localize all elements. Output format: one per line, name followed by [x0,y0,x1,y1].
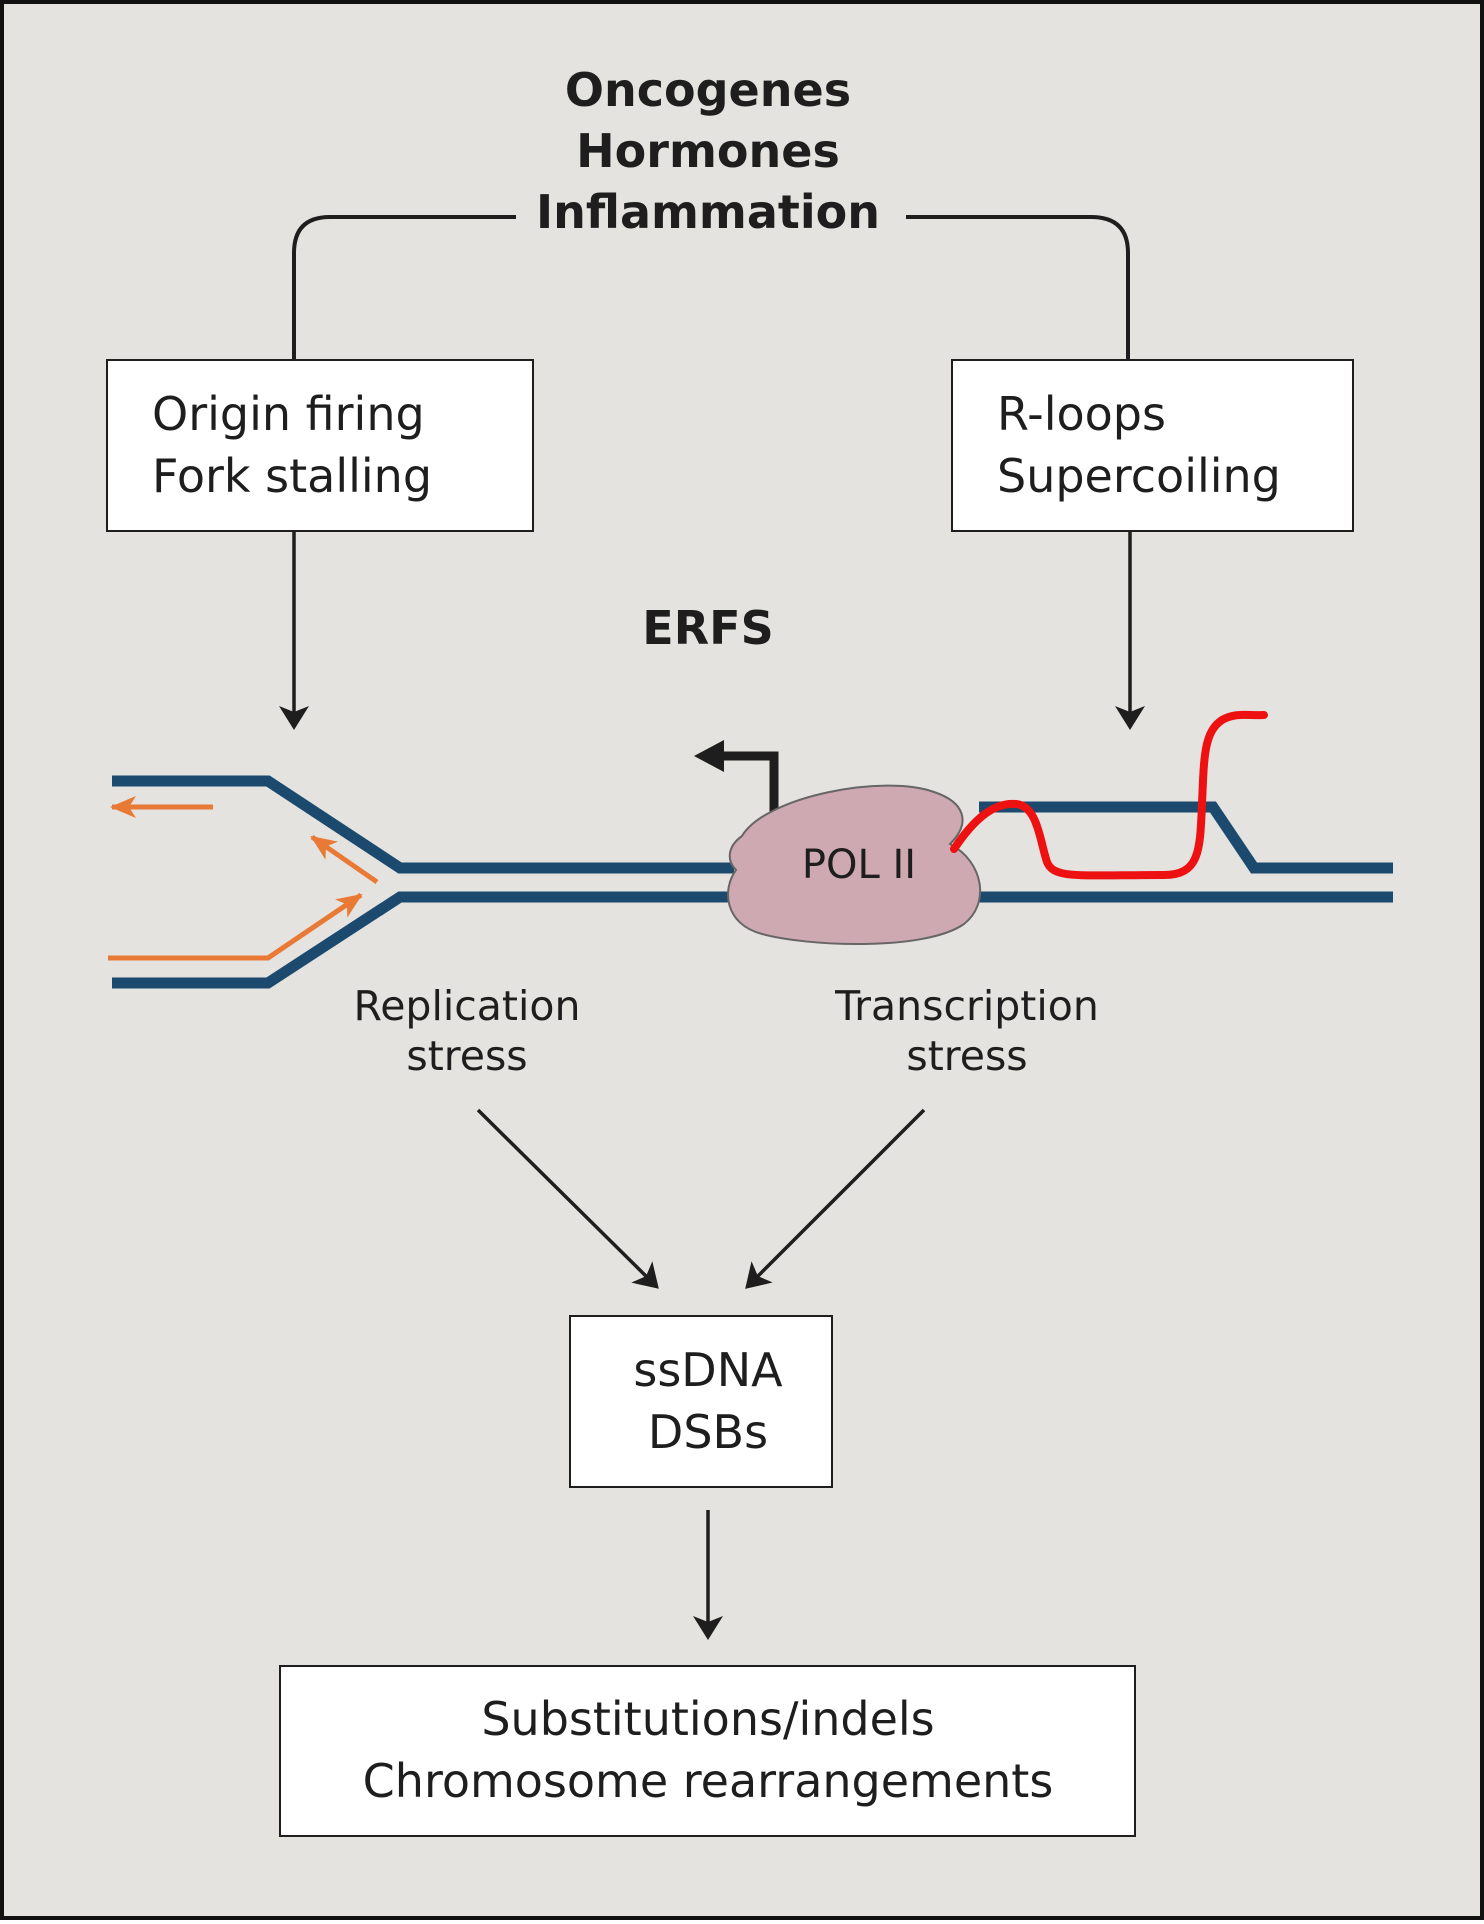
factor-oncogenes: Oncogenes [565,63,851,117]
svg-text:Transcription: Transcription [834,982,1099,1030]
transcription-start-arrowhead [694,740,724,772]
dna-damage-box: ssDNA DSBs [569,1315,833,1488]
transcription-cause-1: R-loops [997,387,1166,441]
replication-causes-box: Origin firing Fork stalling [106,359,534,532]
erfs-diagram: Oncogenes Hormones Inflammation Origin f… [106,63,1393,1837]
erfs-label: ERFS [642,601,773,655]
replication-to-damage-arrow [476,1108,659,1289]
rna-rloop [950,710,1268,880]
nascent-strands [108,796,379,961]
nascent-strand-lagging [108,892,363,961]
top-factors: Oncogenes Hormones Inflammation [536,63,880,239]
pol2: POL II [727,784,981,946]
replication-stress-label: Replication stress [354,982,581,1080]
factor-inflammation: Inflammation [536,185,880,239]
damage-ssdna: ssDNA [633,1343,783,1397]
factor-hormones: Hormones [576,124,840,178]
transcription-to-damage-arrow [745,1108,926,1289]
svg-text:stress: stress [406,1032,527,1080]
outcome-rearrangements: Chromosome rearrangements [363,1754,1054,1808]
dna-top-strand-rloop [979,801,1393,874]
transcription-cause-2: Supercoiling [997,449,1281,503]
transcription-start-arrow [716,751,779,816]
outcome-substitutions: Substitutions/indels [481,1692,934,1746]
factors-connector-left [292,215,516,360]
pol2-blob [727,784,981,946]
nascent-strand-leading [310,834,379,885]
svg-text:Replication: Replication [354,982,581,1030]
replication-fork-bottom-strand [112,891,734,989]
transcription-causes-box: R-loops Supercoiling [951,359,1354,532]
pol2-label: POL II [802,842,916,888]
transcription-stress-label: Transcription stress [834,982,1099,1080]
dna-strands [112,775,1393,989]
replication-cause-1: Origin firing [152,387,425,441]
replication-cause-2: Fork stalling [152,449,432,503]
svg-text:stress: stress [906,1032,1027,1080]
factors-connector-right [906,215,1130,360]
mutation-outcome-box: Substitutions/indels Chromosome rearrang… [279,1665,1136,1837]
replication-fork-top-strand [112,775,734,874]
damage-dsbs: DSBs [648,1405,768,1459]
